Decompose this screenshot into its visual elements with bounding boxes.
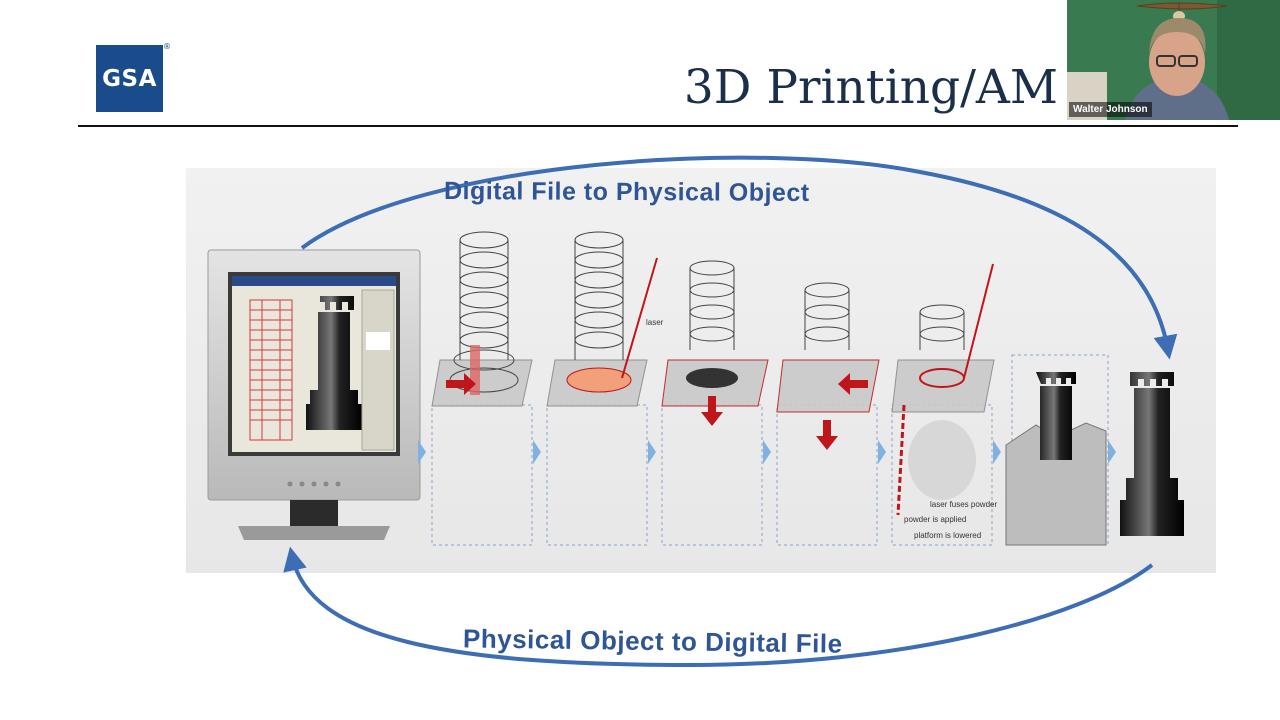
top-cycle-arrow	[300, 155, 1178, 360]
step-5-build-box	[891, 263, 995, 546]
gsa-logo: GSA	[96, 45, 163, 112]
process-label: laser fuses powder	[930, 500, 998, 509]
title-divider	[78, 125, 1238, 127]
wireframe-tower-icon	[249, 299, 293, 441]
process-label: platform is lowered	[914, 531, 982, 540]
bottom-cycle-arrow	[283, 546, 1154, 668]
step-4-build-box	[776, 282, 880, 546]
step-6-powder-bed	[1005, 354, 1109, 546]
step-arrow-icon	[763, 440, 771, 464]
presenter-video-feed	[1067, 0, 1280, 120]
slide-title: 3D Printing/AM	[683, 60, 1058, 115]
presenter-video-tile[interactable]: Walter Johnson	[1067, 0, 1280, 120]
step-arrow-icon	[648, 440, 656, 464]
process-label: powder is applied	[904, 515, 967, 524]
computer-monitor	[207, 249, 421, 540]
digital-to-physical-caption: Digital File to Physical Object	[443, 177, 810, 207]
red-arrow-icon	[838, 373, 868, 395]
gsa-logo-text: GSA	[102, 65, 157, 92]
step-arrow-icon	[878, 440, 886, 464]
laser-label: laser	[646, 318, 664, 327]
physical-to-digital-caption: Physical Object to Digital File	[462, 623, 843, 659]
solid-tower-icon	[306, 296, 362, 430]
step-1-build-box	[431, 231, 533, 546]
registered-mark: ®	[163, 42, 171, 51]
red-down-arrow-icon	[701, 396, 723, 426]
step-arrow-icon	[533, 440, 541, 464]
red-arrow-icon	[446, 373, 476, 395]
participant-name-tag: Walter Johnson	[1069, 102, 1152, 117]
step-arrow-icon	[993, 440, 1001, 464]
printed-tower-icon	[1036, 372, 1076, 460]
step-arrow-icon	[1108, 440, 1116, 464]
step-arrow-icon	[418, 440, 426, 464]
red-down-arrow-icon	[816, 420, 838, 450]
step-3-build-box	[661, 260, 769, 546]
step-2-build-box	[546, 231, 658, 546]
final-tower-icon	[1120, 372, 1184, 536]
